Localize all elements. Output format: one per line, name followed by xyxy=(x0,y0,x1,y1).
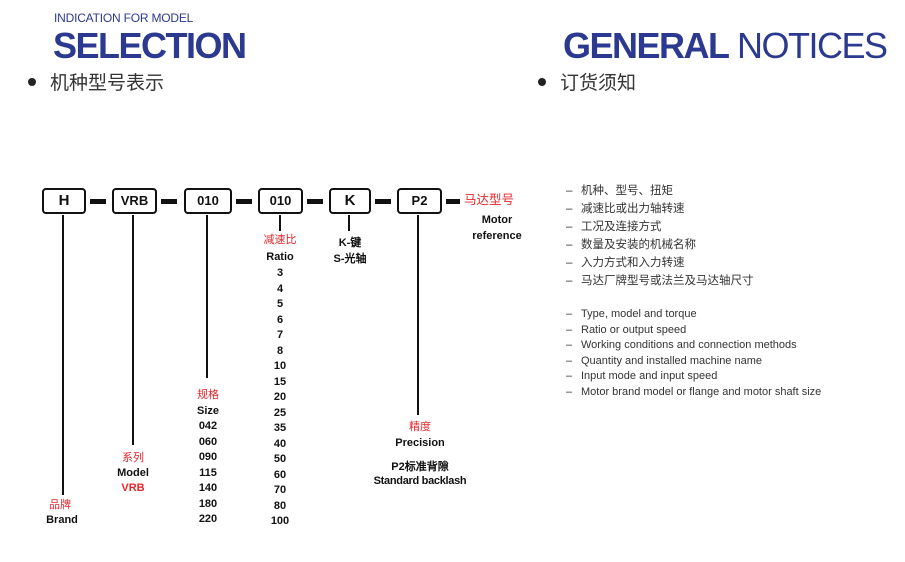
code-dash xyxy=(236,199,252,204)
size-label-cn: 规格 xyxy=(197,389,219,401)
code-box-precision: P2 xyxy=(397,188,442,214)
code-dash xyxy=(446,199,460,204)
precision-label: 精度 Precision xyxy=(380,420,460,451)
model-label: 系列 Model VRB xyxy=(108,451,158,496)
code-dash xyxy=(161,199,177,204)
notice-item-en: Type, model and torque xyxy=(566,307,821,323)
ratio-value: 5 xyxy=(276,298,284,310)
notices-en-list: Type, model and torqueRatio or output sp… xyxy=(566,307,821,400)
shaft-option-smooth: S-光轴 xyxy=(333,253,367,265)
shaft-options: K-键 S-光轴 xyxy=(326,235,374,267)
notice-item-cn: 数量及安装的机械名称 xyxy=(566,236,754,254)
ratio-value: 8 xyxy=(276,344,284,357)
code-dash xyxy=(375,199,391,204)
code-box-model: VRB xyxy=(112,188,157,214)
code-box-brand: H xyxy=(42,188,86,214)
connector-line-shaft xyxy=(348,215,350,231)
motor-label-en-line2: reference xyxy=(472,230,522,242)
bullet-dot-icon xyxy=(28,77,36,86)
kicker-text: INDICATION FOR MODEL xyxy=(54,11,194,25)
ratio-value: 4 xyxy=(276,282,284,295)
ratio-value: 25 xyxy=(273,406,287,419)
code-box-ratio: 010 xyxy=(258,188,303,214)
notice-item-en: Ratio or output speed xyxy=(566,323,821,339)
size-value: 060 xyxy=(198,435,218,448)
model-label-en: Model xyxy=(117,467,149,479)
size-value: 180 xyxy=(198,497,218,510)
precision-note: P2标准背隙 Standard backlash xyxy=(360,460,480,488)
shaft-option-key: K-键 xyxy=(338,237,362,249)
notices-subtitle-row: 订货须知 xyxy=(538,72,636,96)
ratio-value: 7 xyxy=(276,329,284,341)
size-value: 115 xyxy=(199,466,217,479)
code-dash xyxy=(307,199,323,204)
general-notices-title-light: NOTICES xyxy=(737,25,888,66)
ratio-value: 80 xyxy=(273,499,287,512)
notice-item-en: Quantity and installed machine name xyxy=(566,354,821,370)
notice-item-en: Working conditions and connection method… xyxy=(566,338,821,354)
connector-line-size xyxy=(206,215,208,378)
precision-note-cn: P2标准背隙 xyxy=(391,461,449,473)
code-box-size: 010 xyxy=(184,188,232,214)
motor-label-en: Motor reference xyxy=(462,212,532,244)
ratio-value: 6 xyxy=(276,313,284,326)
size-values-list: 042 060 090 115 140 180 220 xyxy=(186,419,230,528)
size-value: 090 xyxy=(198,451,218,463)
brand-label-en: Brand xyxy=(46,514,78,526)
ratio-value: 100 xyxy=(270,515,290,527)
brand-label: 品牌 Brand xyxy=(36,498,88,528)
ratio-label: 减速比 Ratio xyxy=(254,233,306,265)
ratio-value: 50 xyxy=(273,453,287,465)
connector-line-model xyxy=(132,215,134,445)
notice-item-cn: 入力方式和入力转速 xyxy=(566,254,754,272)
notice-item-cn: 工况及连接方式 xyxy=(566,218,754,236)
size-value: 220 xyxy=(198,513,218,525)
ratio-value: 10 xyxy=(273,360,287,372)
selection-subtitle: 机种型号表示 xyxy=(50,73,165,94)
motor-label-cn: 马达型号 xyxy=(464,193,515,207)
precision-note-en: Standard backlash xyxy=(373,475,467,487)
code-dash xyxy=(90,199,106,204)
size-label-en: Size xyxy=(196,405,219,417)
ratio-value: 40 xyxy=(273,437,287,450)
bullet-dot-icon xyxy=(538,77,546,86)
ratio-value: 70 xyxy=(273,484,287,496)
precision-label-en: Precision xyxy=(395,437,445,449)
ratio-label-cn: 减速比 xyxy=(263,234,297,246)
notice-item-en: Motor brand model or flange and motor sh… xyxy=(566,385,821,401)
precision-label-cn: 精度 xyxy=(409,421,431,433)
code-box-shaft: K xyxy=(329,188,371,214)
selection-subtitle-row: 机种型号表示 xyxy=(28,72,164,96)
ratio-value: 60 xyxy=(273,468,287,481)
size-label: 规格 Size xyxy=(186,388,230,419)
size-value: 140 xyxy=(198,482,218,494)
notice-item-cn: 马达厂牌型号或法兰及马达轴尺寸 xyxy=(566,272,754,290)
ratio-value: 35 xyxy=(273,422,287,434)
general-notices-title: GENERAL NOTICES xyxy=(563,25,888,66)
ratio-value: 20 xyxy=(273,391,287,403)
ratio-label-en: Ratio xyxy=(266,251,294,263)
notices-subtitle: 订货须知 xyxy=(560,73,637,94)
ratio-value: 3 xyxy=(276,267,284,279)
brand-label-cn: 品牌 xyxy=(49,499,71,511)
size-value: 042 xyxy=(198,420,218,432)
notice-item-en: Input mode and input speed xyxy=(566,369,821,385)
model-label-cn: 系列 xyxy=(122,452,144,464)
motor-label-en-line1: Motor xyxy=(481,214,513,226)
connector-line-precision xyxy=(417,215,419,415)
ratio-value: 15 xyxy=(273,375,287,388)
notices-cn-list: 机种、型号、扭矩减速比或出力轴转速工况及连接方式数量及安装的机械名称入力方式和入… xyxy=(566,182,754,290)
selection-title: SELECTION xyxy=(53,25,247,66)
notice-item-cn: 减速比或出力轴转速 xyxy=(566,200,754,218)
model-label-value: VRB xyxy=(121,482,145,494)
ratio-values-list: 3 4 5 6 7 8 10 15 20 25 35 40 50 60 70 80 100 xyxy=(260,266,300,530)
connector-line-ratio xyxy=(279,215,281,231)
notice-item-cn: 机种、型号、扭矩 xyxy=(566,182,754,200)
general-notices-title-bold: GENERAL xyxy=(563,25,730,66)
connector-line-brand xyxy=(62,215,64,495)
